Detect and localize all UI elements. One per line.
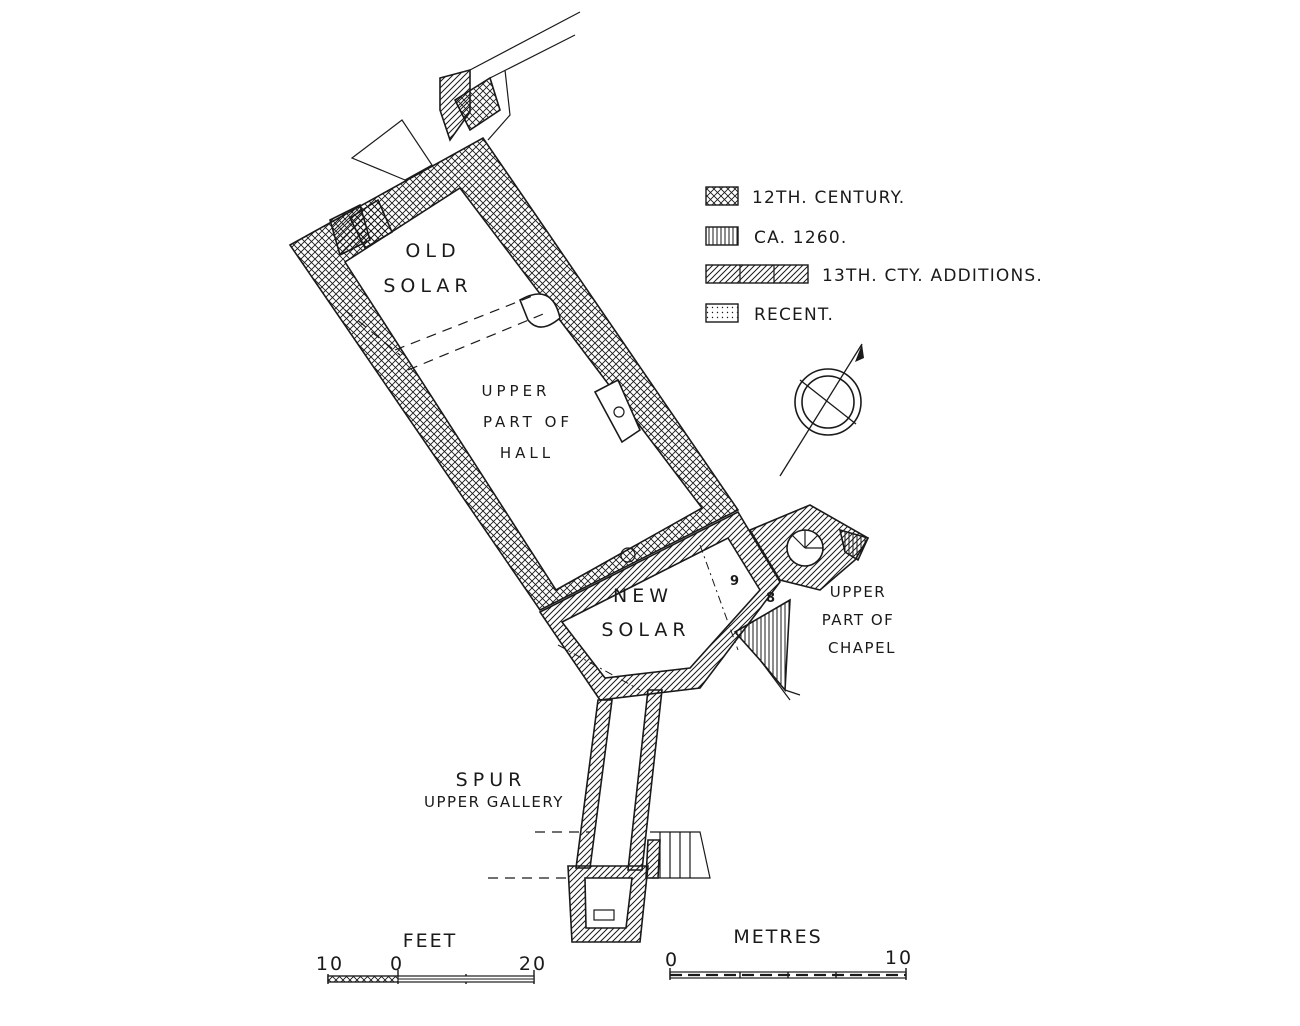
svg-text:FEET: FEET (403, 930, 458, 952)
room-label-upper-hall: UPPER PART OF HALL (482, 382, 573, 462)
room-label-spur: SPUR (456, 769, 527, 791)
legend-swatch-crosshatch (705, 186, 739, 206)
keep-walls (288, 76, 740, 612)
svg-text:RECENT.: RECENT. (754, 305, 834, 325)
scale-bar-feet: FEET 10 0 20 (316, 930, 547, 984)
legend-swatch-vertical (705, 226, 739, 246)
legend-item-ca-1260: CA. 1260. (705, 226, 847, 248)
legend-item-13th-additions: 13TH. CTY. ADDITIONS. (705, 264, 1043, 286)
svg-text:0: 0 (390, 953, 404, 975)
room-label-old-solar: OLD SOLAR (383, 240, 472, 297)
east-wall-opening (613, 406, 625, 418)
svg-text:UPPER: UPPER (482, 382, 551, 400)
svg-text:NEW: NEW (613, 585, 673, 607)
room-label-new-solar: NEW SOLAR (601, 585, 690, 641)
legend-swatch-dots (705, 303, 739, 323)
svg-text:UPPER: UPPER (830, 583, 886, 601)
svg-text:PART OF: PART OF (483, 413, 573, 431)
spur-gallery-walls (488, 689, 711, 943)
svg-text:10: 10 (885, 947, 913, 969)
svg-text:PART OF: PART OF (822, 611, 895, 629)
svg-text:SOLAR: SOLAR (383, 275, 472, 297)
svg-text:CA. 1260.: CA. 1260. (754, 228, 847, 248)
spur-opening (593, 909, 615, 921)
legend-item-recent: RECENT. (705, 303, 834, 325)
svg-text:10: 10 (316, 953, 344, 975)
svg-text:METRES: METRES (733, 926, 822, 948)
svg-text:13TH. CTY. ADDITIONS.: 13TH. CTY. ADDITIONS. (822, 266, 1043, 286)
svg-text:20: 20 (519, 953, 547, 975)
chapel-walls (733, 504, 870, 701)
svg-text:OLD: OLD (405, 240, 460, 262)
north-arrow-icon (779, 343, 864, 477)
room-number-8: 8 (766, 591, 775, 606)
room-number-9: 9 (730, 574, 739, 589)
room-label-chapel: UPPER PART OF CHAPEL (822, 583, 896, 657)
legend: 12TH. CENTURY. CA. 1260. 13TH. CTY. ADDI… (705, 186, 1043, 325)
legend-item-12th-century: 12TH. CENTURY. (705, 186, 905, 208)
svg-text:HALL: HALL (500, 444, 554, 462)
svg-text:CHAPEL: CHAPEL (828, 639, 896, 657)
svg-text:SOLAR: SOLAR (601, 619, 690, 641)
svg-text:0: 0 (665, 949, 679, 971)
south-wall-well (620, 547, 636, 563)
svg-text:12TH. CENTURY.: 12TH. CENTURY. (752, 188, 905, 208)
legend-swatch-diagonal (705, 264, 809, 284)
north-additions (329, 11, 581, 257)
room-label-spur-gallery: UPPER GALLERY (424, 793, 564, 811)
scale-bar-metres: METRES 0 10 (665, 926, 913, 980)
